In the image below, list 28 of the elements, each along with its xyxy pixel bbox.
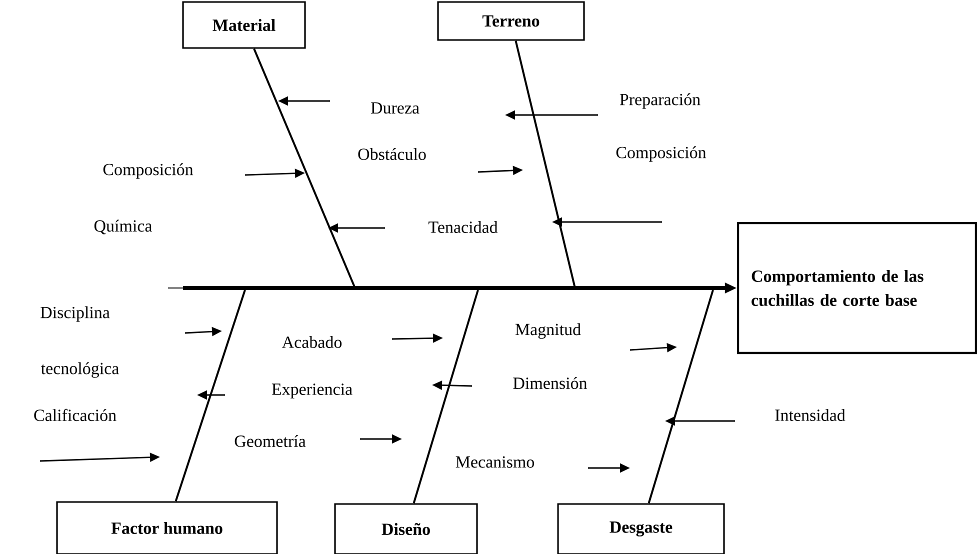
cause-label: Magnitud	[515, 323, 581, 339]
bone-line	[253, 48, 356, 288]
cause-label: Obstáculo	[358, 148, 426, 160]
cause-label: Experiencia	[272, 384, 352, 398]
cause-label: Disciplina	[40, 306, 110, 322]
cause-label: Química	[94, 220, 152, 234]
cause-label: Geometría	[234, 435, 306, 447]
cause-label: tecnológica	[41, 362, 119, 378]
bone-line	[412, 290, 479, 504]
cause-label: Preparación	[620, 93, 700, 109]
cause-label: Dimensión	[513, 377, 588, 389]
bone-line	[648, 290, 714, 504]
effect-box: Comportamiento de las cuchillas de corte base	[736, 222, 977, 354]
category-box: Diseño	[334, 503, 478, 554]
bone-line	[514, 40, 576, 288]
cause-label: Acabado	[282, 336, 342, 348]
cause-label: Composición	[103, 163, 194, 179]
cause-label: Tenacidad	[428, 221, 498, 233]
bone-line	[174, 290, 246, 502]
cause-label: Calificación	[34, 408, 116, 422]
cause-label: Dureza	[370, 102, 420, 114]
category-box: Factor humano	[56, 501, 278, 554]
category-box: Material	[182, 1, 306, 49]
cause-label: Composición	[616, 146, 706, 162]
cause-label: Mecanismo	[456, 456, 534, 468]
cause-label: Intensidad	[775, 409, 846, 421]
category-box: Desgaste	[557, 503, 725, 554]
category-box: Terreno	[437, 1, 585, 41]
